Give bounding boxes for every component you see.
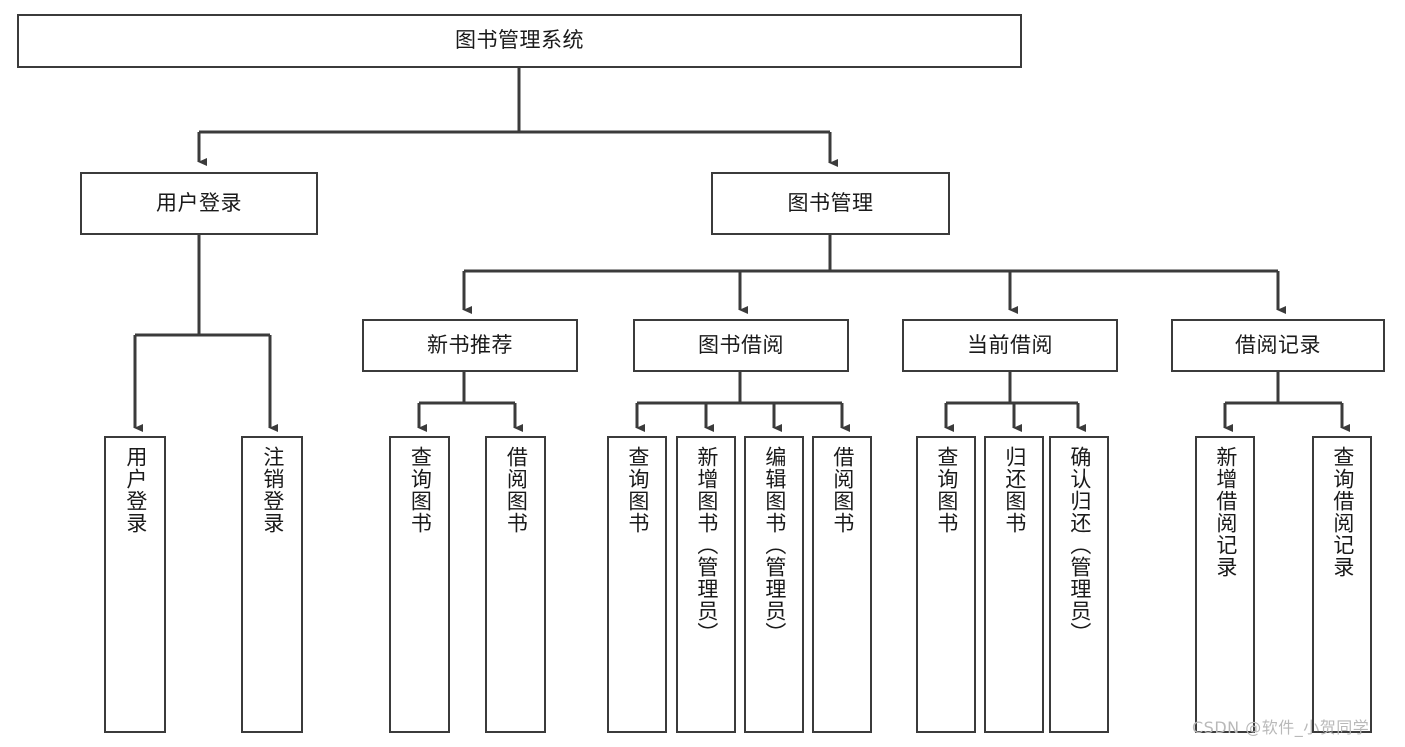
node-leaf-return-book[interactable]: 归还图书 (984, 436, 1044, 733)
node-new-book-recommend-label: 新书推荐 (427, 332, 513, 357)
node-leaf-query-book-1[interactable]: 查询图书 (389, 436, 450, 733)
node-root-system[interactable]: 图书管理系统 (17, 14, 1022, 68)
csdn-watermark: CSDN @软件_小贺同学 (1192, 718, 1370, 737)
node-new-book-recommend[interactable]: 新书推荐 (362, 319, 578, 372)
node-book-borrow-label: 图书借阅 (698, 332, 784, 357)
node-leaf-borrow-book-1-label: 借阅图书 (504, 446, 529, 534)
node-leaf-add-book[interactable]: 新增图书（管理员） (676, 436, 736, 733)
node-leaf-borrow-book-2[interactable]: 借阅图书 (812, 436, 872, 733)
node-leaf-confirm-return-label: 确认归还（管理员） (1067, 446, 1092, 644)
node-leaf-borrow-book-2-label: 借阅图书 (830, 446, 855, 534)
node-leaf-borrow-book-1[interactable]: 借阅图书 (485, 436, 546, 733)
node-current-borrow[interactable]: 当前借阅 (902, 319, 1118, 372)
node-leaf-logout-login[interactable]: 注销登录 (241, 436, 303, 733)
node-borrow-record-label: 借阅记录 (1235, 332, 1321, 357)
node-book-manage[interactable]: 图书管理 (711, 172, 950, 235)
node-leaf-edit-book[interactable]: 编辑图书（管理员） (744, 436, 804, 733)
node-leaf-add-book-label: 新增图书（管理员） (694, 446, 719, 644)
node-leaf-confirm-return[interactable]: 确认归还（管理员） (1049, 436, 1109, 733)
node-leaf-query-book-3-label: 查询图书 (934, 446, 959, 534)
node-leaf-query-book-1-label: 查询图书 (408, 446, 433, 534)
node-user-login[interactable]: 用户登录 (80, 172, 318, 235)
node-book-manage-label: 图书管理 (787, 190, 874, 215)
node-leaf-query-book-2[interactable]: 查询图书 (607, 436, 667, 733)
node-borrow-record[interactable]: 借阅记录 (1171, 319, 1385, 372)
node-leaf-add-record-label: 新增借阅记录 (1213, 446, 1238, 578)
node-leaf-logout-login-label: 注销登录 (260, 446, 285, 534)
node-leaf-query-book-3[interactable]: 查询图书 (916, 436, 976, 733)
node-leaf-user-login[interactable]: 用户登录 (104, 436, 166, 733)
node-root-system-label: 图书管理系统 (455, 28, 584, 53)
node-leaf-query-record[interactable]: 查询借阅记录 (1312, 436, 1372, 733)
node-user-login-label: 用户登录 (156, 190, 242, 215)
node-leaf-user-login-label: 用户登录 (123, 446, 148, 534)
node-leaf-return-book-label: 归还图书 (1002, 446, 1027, 534)
node-current-borrow-label: 当前借阅 (967, 332, 1053, 357)
node-leaf-query-record-label: 查询借阅记录 (1330, 446, 1355, 578)
node-book-borrow[interactable]: 图书借阅 (633, 319, 849, 372)
node-leaf-query-book-2-label: 查询图书 (625, 446, 650, 534)
node-leaf-add-record[interactable]: 新增借阅记录 (1195, 436, 1255, 733)
node-leaf-edit-book-label: 编辑图书（管理员） (762, 446, 787, 644)
